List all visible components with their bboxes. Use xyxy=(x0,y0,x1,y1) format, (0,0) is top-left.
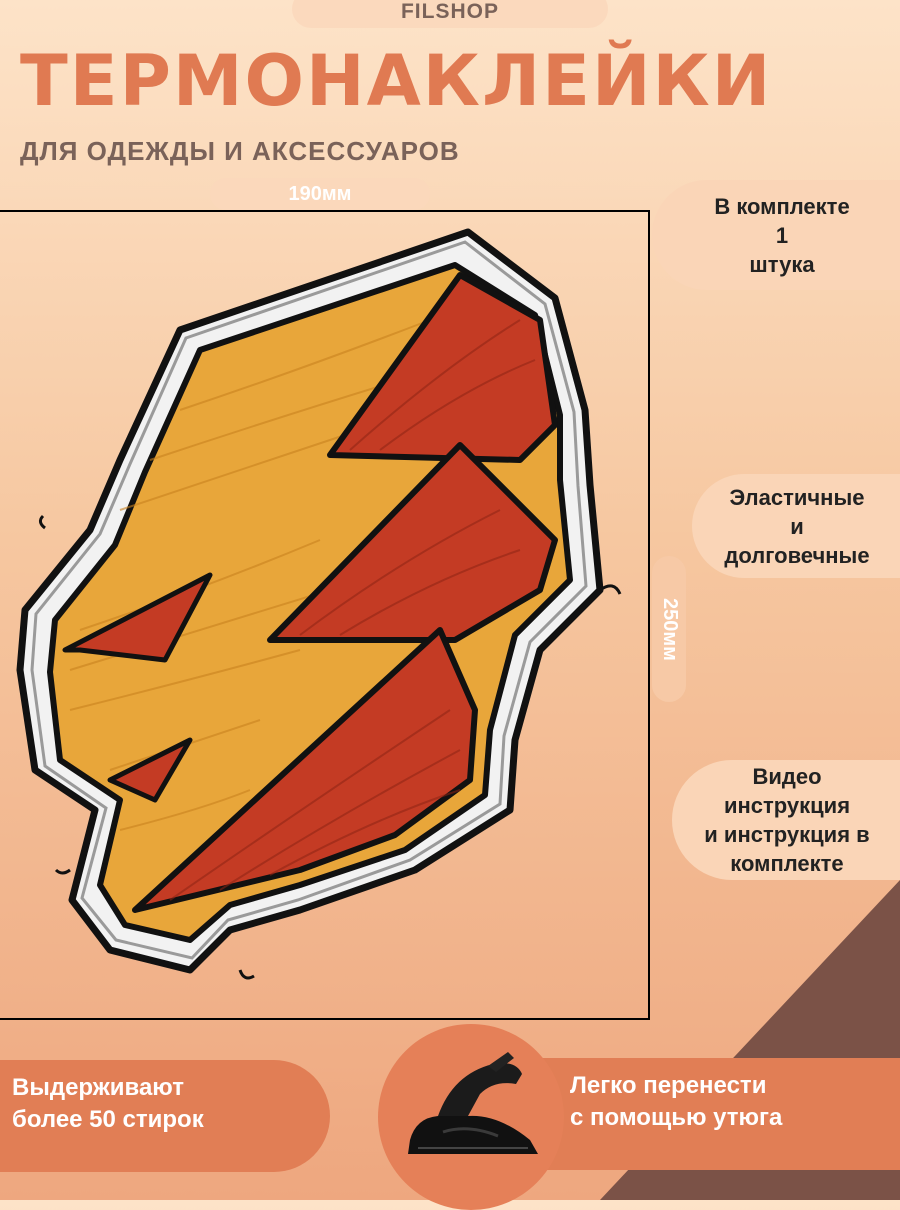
iron-icon xyxy=(408,1052,538,1154)
feature-quantity: В комплекте 1 штука xyxy=(652,180,900,290)
page-title: ТЕРМОНАКЛЕЙКИ xyxy=(20,40,773,122)
brand-label: FILSHOP xyxy=(292,0,608,28)
page-subtitle: ДЛЯ ОДЕЖДЫ И АКСЕССУАРОВ xyxy=(20,136,460,166)
width-dimension: 190мм xyxy=(210,178,430,210)
wash-resistance-banner: Выдерживают более 50 стирок xyxy=(0,1060,330,1172)
feature-durability: Эластичные и долговечные xyxy=(692,474,900,578)
feature-instructions: Видео инструкция и инструкция в комплект… xyxy=(672,760,900,880)
height-dimension-label: 250мм xyxy=(658,597,681,661)
lightning-patch-icon xyxy=(16,228,622,980)
product-frame xyxy=(0,210,650,1020)
height-dimension: 250мм xyxy=(652,556,686,702)
